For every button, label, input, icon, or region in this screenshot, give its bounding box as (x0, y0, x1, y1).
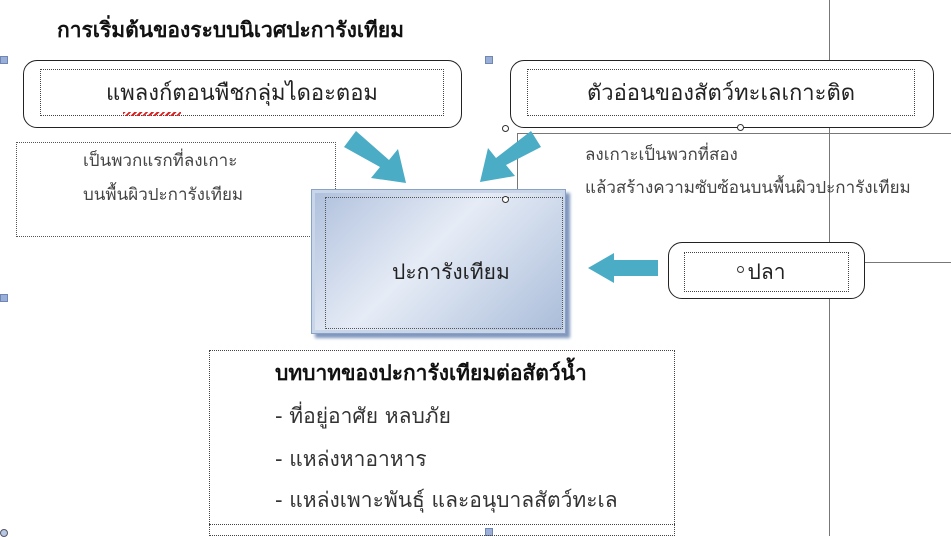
bullet-dot (737, 266, 744, 273)
roles-item: - แหล่งเพาะพันธุ์ และอนุบาลสัตว์ทะเล (275, 488, 618, 512)
second-settlers-line1: ลงเกาะเป็นพวกที่สอง (585, 145, 738, 165)
first-settlers-line1: เป็นพวกแรกที่ลงเกาะ (83, 151, 238, 171)
rotate-handle[interactable] (502, 125, 509, 132)
spellcheck-underline (123, 112, 181, 116)
fish-label: ปลา (684, 252, 849, 292)
guide-line (517, 133, 951, 134)
roles-item: - แหล่งหาอาหาร (275, 447, 427, 471)
selection-handle[interactable] (0, 294, 8, 302)
larvae-label: ตัวอ่อนของสัตว์ทะเลเกาะติด (527, 69, 915, 116)
arrow-fish-to-coral (588, 253, 658, 283)
fish-box[interactable] (668, 242, 865, 299)
page-title: การเริ่มต้นของระบบนิเวศปะการังเทียม (57, 18, 404, 42)
artificial-reef-box[interactable] (311, 189, 566, 334)
roles-item: - ที่อยู่อาศัย หลบภัย (275, 404, 451, 428)
plankton-box[interactable] (23, 60, 462, 128)
first-settlers-line2: บนพื้นผิวปะการังเทียม (83, 185, 244, 205)
arrow-larvae-to-coral (480, 131, 541, 182)
rotate-handle[interactable] (737, 124, 744, 131)
plankton-label: แพลงก์ตอนพืชกลุ่มไดอะตอม (40, 69, 444, 116)
selection-handle[interactable] (485, 56, 493, 64)
guide-line (864, 262, 951, 263)
rotate-handle[interactable] (502, 196, 509, 203)
artificial-reef-label: ปะการังเทียม (392, 260, 510, 284)
roles-box-bottom-frame (209, 524, 675, 525)
arrow-plankton-to-coral (344, 131, 406, 183)
second-settlers-line2: แล้วสร้างความซับซ้อนบนพื้นผิวปะการังเทีย… (585, 178, 911, 198)
roles-heading: บทบาทของปะการังเทียมต่อสัตว์น้ำ (275, 361, 587, 385)
larvae-box[interactable] (510, 60, 934, 128)
selection-handle[interactable] (0, 56, 8, 64)
guide-line (517, 133, 518, 193)
artificial-reef-inner-frame (325, 197, 563, 329)
